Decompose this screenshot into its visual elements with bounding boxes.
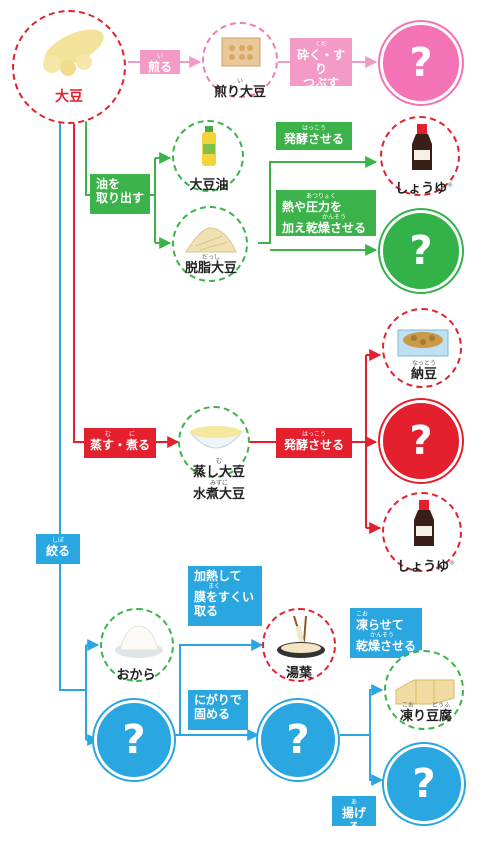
soybean-label: 大豆: [55, 89, 83, 105]
yuba-label: 湯葉: [285, 666, 312, 681]
soybean-node: 大豆: [12, 10, 126, 124]
steam-boil-label: む に蒸す・煮る: [84, 428, 156, 458]
soy-sauce-node-top: [380, 116, 460, 196]
soy-sauce-label-top: しょうゆ※: [395, 181, 453, 197]
defatted-soybean-label: だっし脱脂大豆: [184, 254, 237, 276]
natto-pack-icon: [397, 329, 449, 357]
frozen-tofu-label: こお どうふ凍り豆腐: [399, 702, 452, 724]
defatted-soybean-node: [172, 206, 248, 282]
roasted-soybean-label: い煎り大豆: [213, 78, 266, 100]
ferment-label-red: はっこう発酵させる: [276, 428, 352, 458]
frozen-tofu-icon: [395, 679, 455, 705]
soy-sauce-label-bottom: しょうゆ※: [397, 559, 455, 575]
ferment-label-green: はっこう発酵させる: [276, 122, 352, 150]
okara-icon: [115, 625, 163, 658]
soy-sauce-node-bottom: [382, 492, 462, 572]
unknown-green-node: ?: [380, 210, 462, 292]
unknown-red-node: ?: [380, 400, 462, 482]
unknown-pink-node: ?: [380, 22, 462, 104]
squeeze-label: しぼ絞る: [36, 534, 80, 564]
okara-node: [100, 608, 174, 682]
soybean-oil-node: [172, 120, 244, 192]
unknown-blue-node-left: ?: [94, 700, 174, 780]
steamed-soybean-node: [178, 406, 250, 478]
yuba-icon: [277, 616, 325, 658]
roasted-soybean-node: [202, 22, 278, 98]
soybean-oil-label: 大豆油: [189, 178, 229, 193]
soybean-icon: [43, 29, 104, 76]
unknown-blue-node-right: ?: [384, 744, 464, 824]
extract-oil-label: 油を取り出す: [90, 174, 150, 214]
nigari-harden-label: にがりで固める: [188, 690, 248, 730]
roast-label: い煎る: [140, 50, 180, 74]
unknown-blue-node-middle: ?: [258, 700, 338, 780]
natto-node: [382, 308, 462, 388]
soy-sauce-bottle-icon: [412, 124, 432, 170]
soy-sauce-bottle-icon-2: [414, 500, 434, 546]
crush-label: くだ 砕く・すりつぶす: [290, 38, 352, 90]
frozen-tofu-node: [384, 650, 464, 730]
yuba-node: [262, 608, 336, 682]
heat-pressure-dry-label: あつりょく 熱や圧力を かんそう 加え乾燥させる: [276, 190, 376, 236]
freeze-dry-label: こお 凍らせて かんそう 乾燥させる: [350, 608, 422, 658]
steamed-soybean-label: む蒸し大豆 みずに水煮大豆: [192, 458, 245, 502]
okara-label: おから: [116, 668, 156, 683]
natto-label: なっとう納豆: [410, 360, 437, 382]
defatted-soybean-icon: [185, 227, 237, 253]
deep-fry-label: あ揚げる: [332, 796, 376, 834]
bowl-icon: [188, 426, 244, 449]
roasted-soybean-icon: [221, 37, 261, 67]
oil-bottle-icon: [202, 126, 216, 166]
heat-skim-label: 加熱して まく 膜をすくい取る: [188, 566, 262, 626]
